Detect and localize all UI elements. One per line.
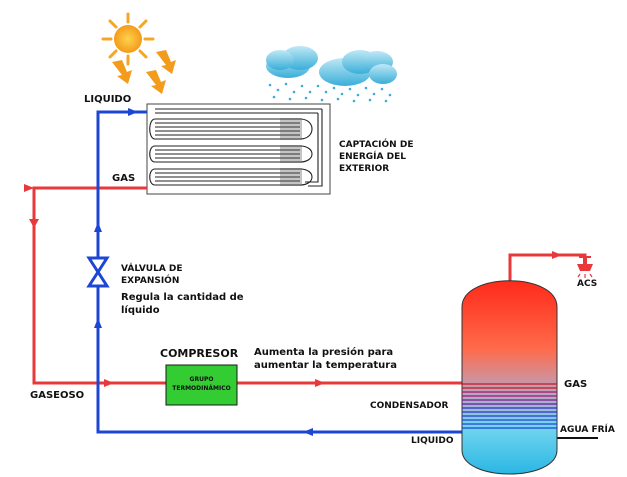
storage-tank	[461, 280, 558, 475]
sun-icon	[101, 12, 155, 66]
liquido-bottom-label: LIQUIDO	[411, 436, 454, 446]
cold-line-arrows	[94, 108, 313, 436]
tap-icon	[577, 256, 593, 278]
compresor-description-line-2: aumentar la temperatura	[254, 360, 397, 371]
valvula-title: VÁLVULA DE EXPANSIÓN	[121, 263, 183, 287]
agua-fria-label: AGUA FRÍA	[560, 425, 615, 435]
rain-drops	[268, 82, 392, 103]
compresor-label: COMPRESOR	[160, 347, 239, 360]
compressor-unit-label-1: GRUPO	[190, 376, 214, 383]
captacion-line-2: ENERGÍA DEL	[339, 152, 406, 162]
captacion-label: CAPTACIÓN DE ENERGÍA DEL EXTERIOR	[339, 139, 413, 175]
gas-top-label: GAS	[112, 173, 136, 184]
valvula-description-line-2: líquido	[121, 305, 160, 316]
valvula-description: Regula la cantidad de líquido	[121, 291, 244, 317]
compresor-description: Aumenta la presión para aumentar la temp…	[254, 346, 397, 372]
valvula-description-line-1: Regula la cantidad de	[121, 292, 244, 303]
gas-right-label: GAS	[564, 379, 588, 390]
evaporator-panel	[146, 103, 331, 195]
condenser-coil	[462, 383, 557, 429]
valvula-title-line-1: VÁLVULA DE	[121, 264, 183, 274]
gaseoso-label: GASEOSO	[30, 390, 85, 401]
expansion-valve-icon	[86, 256, 110, 288]
acs-label: ACS	[577, 279, 598, 289]
sun-ray-arrow-icon	[112, 50, 176, 94]
captacion-line-3: EXTERIOR	[339, 164, 390, 174]
hot-line-arrows	[24, 184, 562, 387]
liquido-top-label: LIQUIDO	[84, 94, 132, 105]
compresor-description-line-1: Aumenta la presión para	[254, 347, 394, 358]
captacion-line-1: CAPTACIÓN DE	[339, 140, 414, 150]
compressor-unit-label-2: TERMODINÁMICO	[172, 385, 230, 392]
valvula-title-line-2: EXPANSIÓN	[121, 276, 180, 286]
cloud-icon	[266, 46, 397, 86]
condensador-label: CONDENSADOR	[370, 401, 449, 411]
compressor-unit: GRUPO TERMODINÁMICO	[165, 364, 238, 406]
